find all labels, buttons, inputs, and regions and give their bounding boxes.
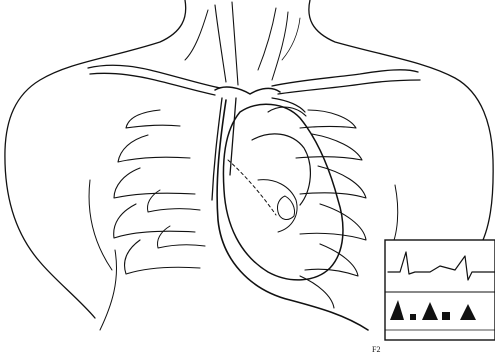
clavicles <box>88 65 420 95</box>
neck-vessels <box>185 2 300 85</box>
heart <box>223 104 343 280</box>
pulse-generator <box>385 240 495 340</box>
rib-cage <box>89 110 398 308</box>
figure-label: F2 <box>372 345 380 354</box>
